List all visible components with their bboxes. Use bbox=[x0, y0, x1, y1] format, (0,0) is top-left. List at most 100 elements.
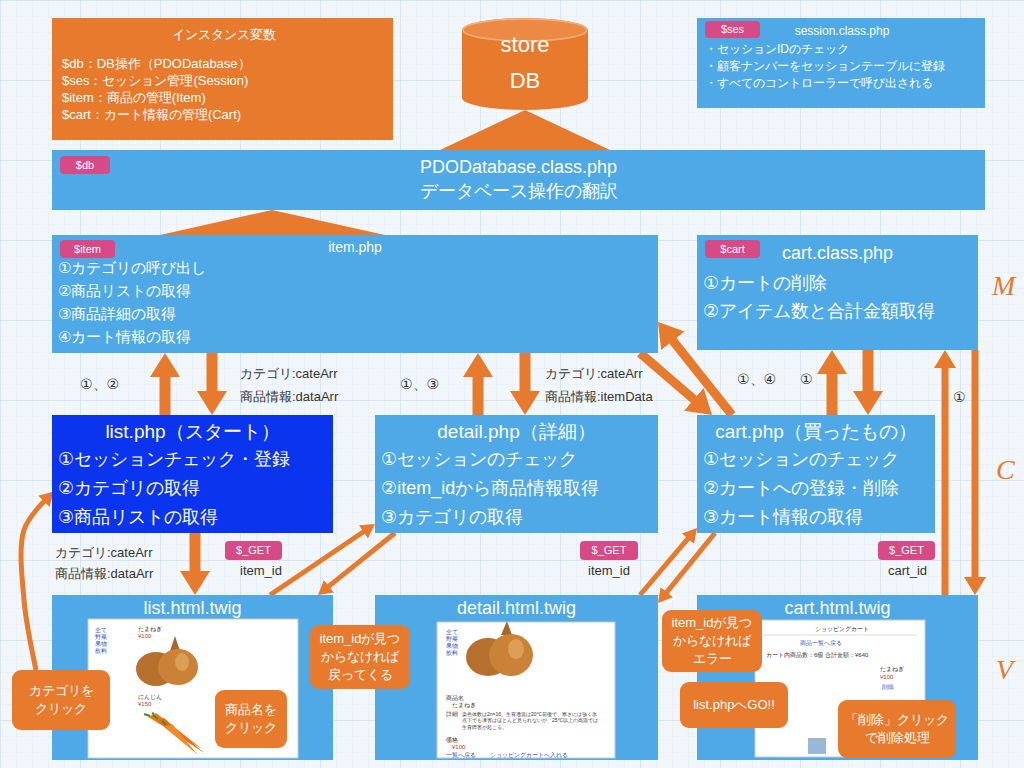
callout-note: 商品名を クリック bbox=[215, 690, 287, 748]
screenshot-text: 野菜 bbox=[446, 636, 458, 644]
flow-arrow bbox=[21, 501, 44, 670]
screenshot-text: ¥100 bbox=[452, 744, 465, 752]
database-cylinder: storeDB bbox=[462, 18, 588, 110]
flow-arrow bbox=[207, 353, 218, 392]
node-text: PDODatabase.class.php bbox=[52, 155, 985, 179]
screenshot-text: たまねぎ bbox=[138, 626, 162, 634]
flow-arrow bbox=[672, 340, 732, 415]
callout-note: item_idが見つ からなければ エラー bbox=[662, 610, 762, 672]
detail-screenshot bbox=[375, 595, 658, 760]
variable-tag: $_GET bbox=[225, 541, 282, 560]
node-text: $ses：セッション管理(Session) bbox=[62, 72, 385, 89]
node-text: ③カート情報の取得 bbox=[703, 503, 929, 532]
variable-tag: $ses bbox=[705, 21, 760, 38]
data-label: 商品情報:itemData bbox=[545, 389, 653, 405]
node-text: ②カートへの登録・削除 bbox=[703, 474, 929, 503]
screenshot-text: 果物 bbox=[446, 643, 458, 651]
call-number: ① bbox=[953, 389, 966, 407]
flow-triangle bbox=[440, 110, 610, 150]
node-text: インスタンス変数 bbox=[62, 26, 385, 43]
flow-arrow bbox=[270, 531, 364, 595]
node-text: item.php bbox=[58, 238, 652, 256]
data-label: カテゴリ:cateArr bbox=[545, 366, 643, 382]
node-text: cart.php（買ったもの） bbox=[703, 419, 929, 445]
variable-tag: $_GET bbox=[580, 541, 638, 560]
node-text: ③商品リストの取得 bbox=[58, 503, 327, 532]
layer-letter: C bbox=[996, 452, 1015, 487]
class-box: session.class.php・セッションIDのチェック・顧客ナンバーをセッ… bbox=[697, 18, 985, 108]
flow-arrow bbox=[520, 353, 531, 392]
node-text: ・セッションIDのチェック bbox=[705, 41, 979, 58]
screenshot-text: ¥100 bbox=[138, 633, 151, 641]
flow-arrow bbox=[640, 538, 688, 595]
data-label: 商品情報:dataArr bbox=[55, 566, 153, 582]
screenshot-text: 詳細 bbox=[446, 711, 458, 719]
screenshot-text: ショッピングカート bbox=[815, 626, 869, 634]
variable-tag: $db bbox=[60, 156, 110, 174]
node-text: ・顧客ナンバーをセッションテーブルに登録 bbox=[705, 58, 979, 75]
onion-bulb bbox=[489, 634, 533, 676]
flow-arrow bbox=[666, 533, 715, 593]
node-text: ①セッションのチェック bbox=[381, 445, 652, 474]
node-text: ①カートの削除 bbox=[703, 269, 972, 297]
cylinder-shape bbox=[462, 18, 588, 110]
node-text: ③カテゴリの取得 bbox=[381, 503, 652, 532]
node-text: ①セッションのチェック bbox=[703, 445, 929, 474]
node-text: detail.php（詳細） bbox=[381, 419, 652, 445]
node-text: list.php（スタート） bbox=[58, 419, 327, 445]
onion-tip bbox=[170, 636, 180, 651]
screenshot-text: たまねぎ bbox=[880, 666, 904, 674]
node-text: $db bbox=[60, 156, 110, 174]
node-text: ①セッションチェック・登録 bbox=[58, 445, 327, 474]
screenshot-text: 染色体数は2n=16。生育適温は20℃前後で、寒さには強く氷点下でも凍害はほとん… bbox=[462, 711, 602, 730]
screenshot-text: 飲料 bbox=[446, 650, 458, 658]
data-label: カテゴリ:cateArr bbox=[240, 366, 338, 382]
model-box: cart.class.php①カートの削除②アイテム数と合計金額取得$cart bbox=[697, 235, 978, 350]
callout-note: カテゴリを クリック bbox=[12, 670, 110, 730]
node-text: 商品名を クリック bbox=[219, 701, 283, 737]
node-text: 「削除」クリック で削除処理 bbox=[842, 711, 952, 747]
flow-triangle bbox=[160, 210, 385, 235]
onion-picture bbox=[136, 636, 198, 686]
node-text: ③商品詳細の取得 bbox=[58, 302, 652, 325]
layer-letter: V bbox=[996, 652, 1013, 687]
onion-shine bbox=[175, 653, 189, 671]
class-bar: PDODatabase.class.phpデータベース操作の翻訳 $db bbox=[52, 150, 985, 210]
node-text: $db：DB操作（PDODatabase） bbox=[62, 55, 385, 72]
thumbnail bbox=[808, 738, 826, 754]
onion-shine bbox=[508, 639, 524, 659]
controller-box: list.php（スタート）①セッションチェック・登録②カテゴリの取得③商品リス… bbox=[52, 415, 333, 533]
call-number: ①、④ bbox=[737, 371, 776, 389]
variable-tag: $_GET bbox=[878, 541, 935, 560]
screenshot-text: 一覧へ戻る bbox=[446, 752, 476, 760]
cylinder-body bbox=[462, 18, 588, 110]
variables-panel: インスタンス変数 $db：DB操作（PDODatabase）$ses：セッション管… bbox=[52, 18, 393, 140]
node-text: データベース操作の翻訳 bbox=[52, 179, 985, 203]
screenshot-page bbox=[88, 619, 298, 758]
node-text: DB bbox=[462, 68, 588, 94]
variable-tag: $cart bbox=[705, 240, 760, 258]
carrot-picture bbox=[144, 713, 204, 755]
node-text: $_GET bbox=[580, 541, 638, 560]
flow-arrow bbox=[473, 376, 484, 415]
node-text: $_GET bbox=[878, 541, 935, 560]
carrot-leaves bbox=[144, 713, 166, 725]
node-text: store bbox=[462, 32, 588, 58]
data-label: 商品情報:dataArr bbox=[240, 389, 338, 405]
flow-arrow bbox=[190, 533, 201, 572]
node-text: ・すべてのコントローラーで呼び出される bbox=[705, 75, 979, 92]
node-text: ②アイテム数と合計金額取得 bbox=[703, 297, 972, 325]
node-text: ②カテゴリの取得 bbox=[58, 474, 327, 503]
node-text: ①カテゴリの呼び出し bbox=[58, 256, 652, 279]
controller-box: detail.php（詳細）①セッションのチェック②item_idから商品情報取… bbox=[375, 415, 658, 533]
node-text: ②item_idから商品情報取得 bbox=[381, 474, 652, 503]
screenshot-rule bbox=[763, 635, 917, 636]
model-box: item.php①カテゴリの呼び出し②商品リストの取得③商品詳細の取得④カート情… bbox=[52, 235, 658, 353]
screenshot-text: 全て bbox=[446, 629, 458, 637]
layer-letter: M bbox=[992, 268, 1015, 303]
data-label: カテゴリ:cateArr bbox=[55, 545, 153, 561]
screenshot-text: ¥150 bbox=[138, 701, 151, 709]
